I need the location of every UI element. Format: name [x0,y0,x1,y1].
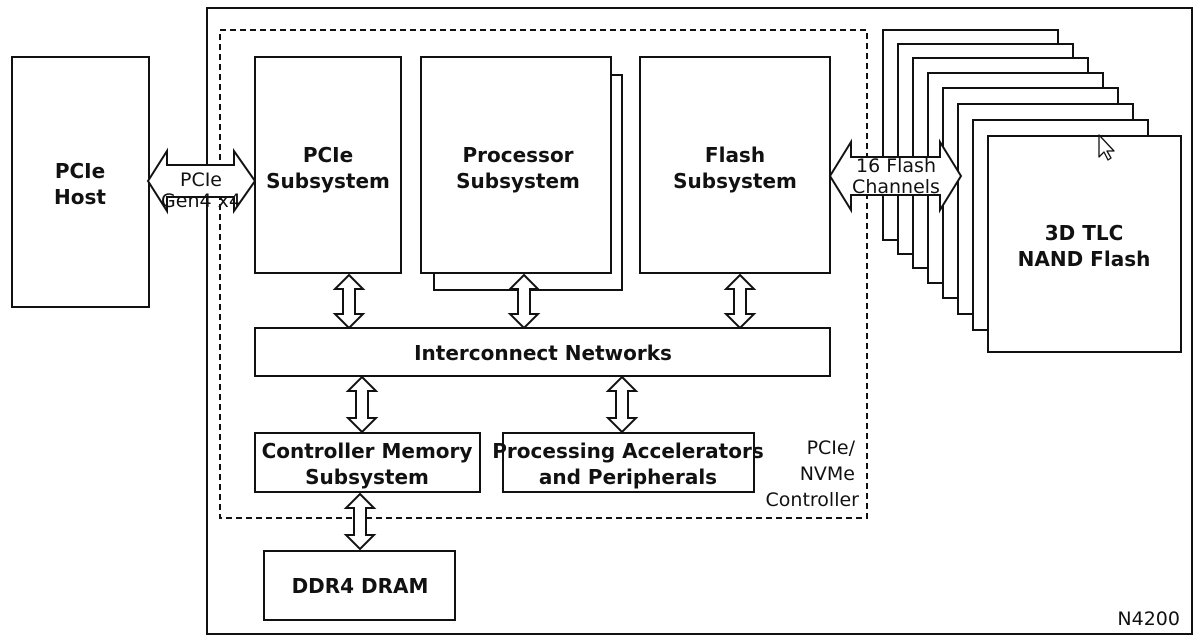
pcie-host-label-1: PCIe [55,159,105,183]
pcie-host-label-2: Host [54,185,106,209]
accelerators-label-1: Processing Accelerators [492,439,763,463]
controller-memory-box [254,432,481,493]
interconnect-networks-label: Interconnect Networks [414,341,672,365]
flash-channels-label-1: 16 Flash [856,155,936,177]
controller-label-2: NVMe [800,463,855,485]
processor-subsystem-label-1: Processor [462,143,573,167]
nand-label-1: 3D TLC [1045,221,1124,245]
pcie-host-box [11,56,150,308]
memory-to-dram-arrow [343,492,377,551]
processor-subsystem-label-2: Subsystem [456,169,580,193]
flash-subsystem-label-2: Subsystem [673,169,797,193]
ddr4-dram-label: DDR4 DRAM [292,574,429,598]
controller-boundary [219,29,868,519]
accelerators-label-2: and Peripherals [539,465,717,489]
model-label: N4200 [1117,608,1180,630]
flash-channels-arrow [828,138,963,214]
host-link-label-1: PCIe [180,169,222,191]
accelerators-box [502,432,755,493]
controller-memory-label-2: Subsystem [305,465,429,489]
pcie-subsystem-label-1: PCIe [303,143,353,167]
controller-memory-label-1: Controller Memory [262,439,473,463]
flash-channels-label-2: Channels [852,176,940,198]
pcie-subsystem-box [254,56,402,274]
pcie-subsystem-label-2: Subsystem [266,169,390,193]
controller-label-3: Controller [766,489,860,511]
processor-subsystem-box [420,56,612,274]
host-link-label-2: Gen4 x4 [161,190,241,212]
nand-die-front [987,135,1182,353]
nand-label-2: NAND Flash [1018,247,1151,271]
mouse-cursor-icon [1098,134,1115,161]
flash-subsystem-box [639,56,831,274]
flash-subsystem-label-1: Flash [705,143,765,167]
controller-label-1: PCIe/ [807,437,856,459]
interconnect-networks-box [254,327,831,377]
ddr4-dram-box [263,550,456,621]
